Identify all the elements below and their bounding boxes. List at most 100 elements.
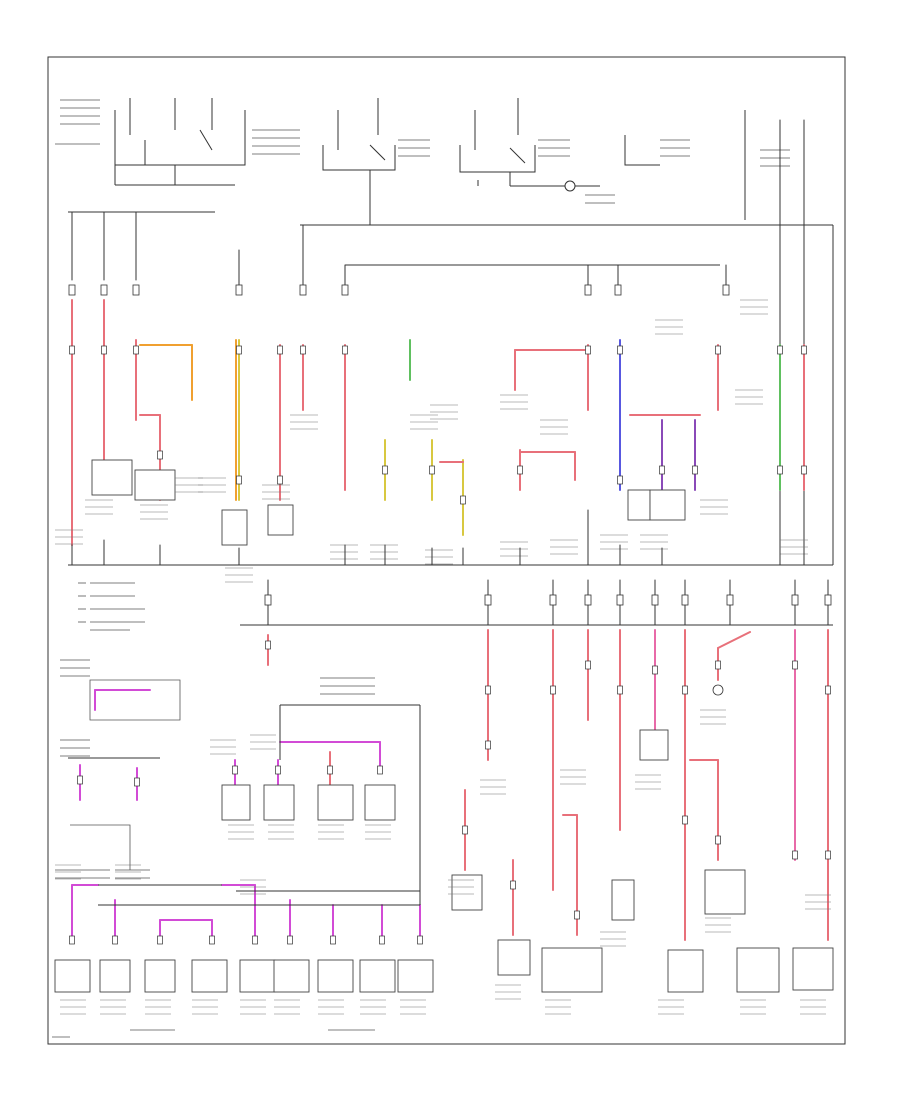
connector-pin — [101, 345, 107, 355]
lower-left-switches — [55, 659, 420, 906]
connector-pin — [342, 345, 348, 355]
connector-pin — [460, 495, 466, 505]
connector-pin — [550, 685, 556, 695]
connector-pin — [462, 825, 468, 835]
connector-pin — [379, 935, 385, 945]
lower-component-18 — [639, 729, 669, 761]
connector-pin — [77, 775, 83, 785]
lower-component-9 — [239, 959, 276, 993]
bottom-fine-print — [52, 1029, 375, 1038]
lower-wire-section — [54, 579, 834, 1015]
connector-pin — [792, 850, 798, 860]
relay-box-4 — [624, 135, 660, 166]
connector-pin — [792, 660, 798, 670]
connector-pin — [617, 475, 623, 485]
lower-component-3 — [317, 784, 354, 821]
connector-pin — [112, 935, 118, 945]
lwire-red-12b — [717, 631, 751, 649]
connector-pin — [777, 465, 783, 475]
lamp-icon — [712, 684, 724, 696]
connector-pin — [377, 765, 383, 775]
lower-component-19 — [667, 949, 704, 993]
connector-pin — [715, 835, 721, 845]
relay-label-1 — [252, 129, 300, 155]
top-switch-section — [55, 98, 834, 565]
fuse-lower-4 — [584, 594, 592, 606]
legend — [78, 582, 145, 631]
connector-pin — [682, 685, 688, 695]
connector-pin — [585, 660, 591, 670]
connector-pin — [277, 475, 283, 485]
fuse-upper-9 — [722, 284, 730, 296]
upper-component-2 — [134, 469, 176, 501]
fuse-lower-7 — [681, 594, 689, 606]
fuse-upper-5 — [299, 284, 307, 296]
fuse-upper-7 — [584, 284, 592, 296]
fuse-upper-8 — [614, 284, 622, 296]
connector-pin — [69, 345, 75, 355]
fuse-upper-2 — [100, 284, 108, 296]
lower-component-14 — [451, 874, 483, 911]
fuse-lower-1 — [264, 594, 272, 606]
connector-pin — [277, 345, 283, 355]
lower-component-13 — [397, 959, 434, 993]
relay-label-4 — [660, 139, 690, 157]
lower-component-15 — [497, 939, 531, 976]
connector-pin — [517, 465, 523, 475]
fuse-lower-10 — [824, 594, 832, 606]
connector-pin — [157, 935, 163, 945]
lower-component-11 — [317, 959, 354, 993]
lower-component-20 — [704, 869, 746, 915]
connector-pin — [134, 777, 140, 787]
connector-pin — [617, 345, 623, 355]
lower-component-8 — [191, 959, 228, 993]
fuse-upper-4 — [235, 284, 243, 296]
connector-pin — [485, 685, 491, 695]
connector-pin — [157, 450, 163, 460]
fuse-lower-9 — [791, 594, 799, 606]
center-connector-group — [279, 677, 421, 905]
connector-pin — [417, 935, 423, 945]
fuse-lower-8 — [726, 594, 734, 606]
connector-pin — [777, 345, 783, 355]
upper-component-6 — [649, 489, 686, 521]
connector-pin — [682, 815, 688, 825]
label-block-top-left — [55, 99, 100, 145]
relay-contact-1 — [199, 129, 213, 151]
fuse-lower-5 — [616, 594, 624, 606]
upper-component-4 — [267, 504, 294, 536]
fuse-upper-6 — [341, 284, 349, 296]
lower-component-16 — [541, 947, 603, 993]
connector-pin — [300, 345, 306, 355]
lower-component-21 — [736, 947, 780, 993]
connector-pin — [801, 345, 807, 355]
lower-component-5 — [54, 959, 91, 993]
lower-component-17 — [611, 879, 635, 921]
connector-pin — [825, 850, 831, 860]
fuse-lower-2 — [484, 594, 492, 606]
connector-pin — [692, 465, 698, 475]
connector-pin — [265, 640, 271, 650]
lower-component-1 — [221, 784, 251, 821]
legend-item-4 — [78, 621, 145, 631]
connector-pin — [485, 740, 491, 750]
relay-label-2 — [398, 139, 430, 157]
fuse-upper-3 — [132, 284, 140, 296]
connector-pin — [236, 345, 242, 355]
connector-pin — [287, 935, 293, 945]
connector-pin — [382, 465, 388, 475]
upper-component-1 — [91, 459, 133, 496]
relay-box-2 — [322, 145, 396, 171]
lower-component-10 — [273, 959, 310, 993]
connector-pin — [825, 685, 831, 695]
connector-pin — [275, 765, 281, 775]
upper-component-5 — [627, 489, 651, 521]
connector-pin — [209, 935, 215, 945]
lower-component-2 — [263, 784, 295, 821]
lower-component-12 — [359, 959, 396, 993]
diagram-border — [47, 56, 846, 1045]
relay-label-3 — [538, 139, 615, 204]
fuse-upper-1 — [68, 284, 76, 296]
fuse-lower-6 — [651, 594, 659, 606]
